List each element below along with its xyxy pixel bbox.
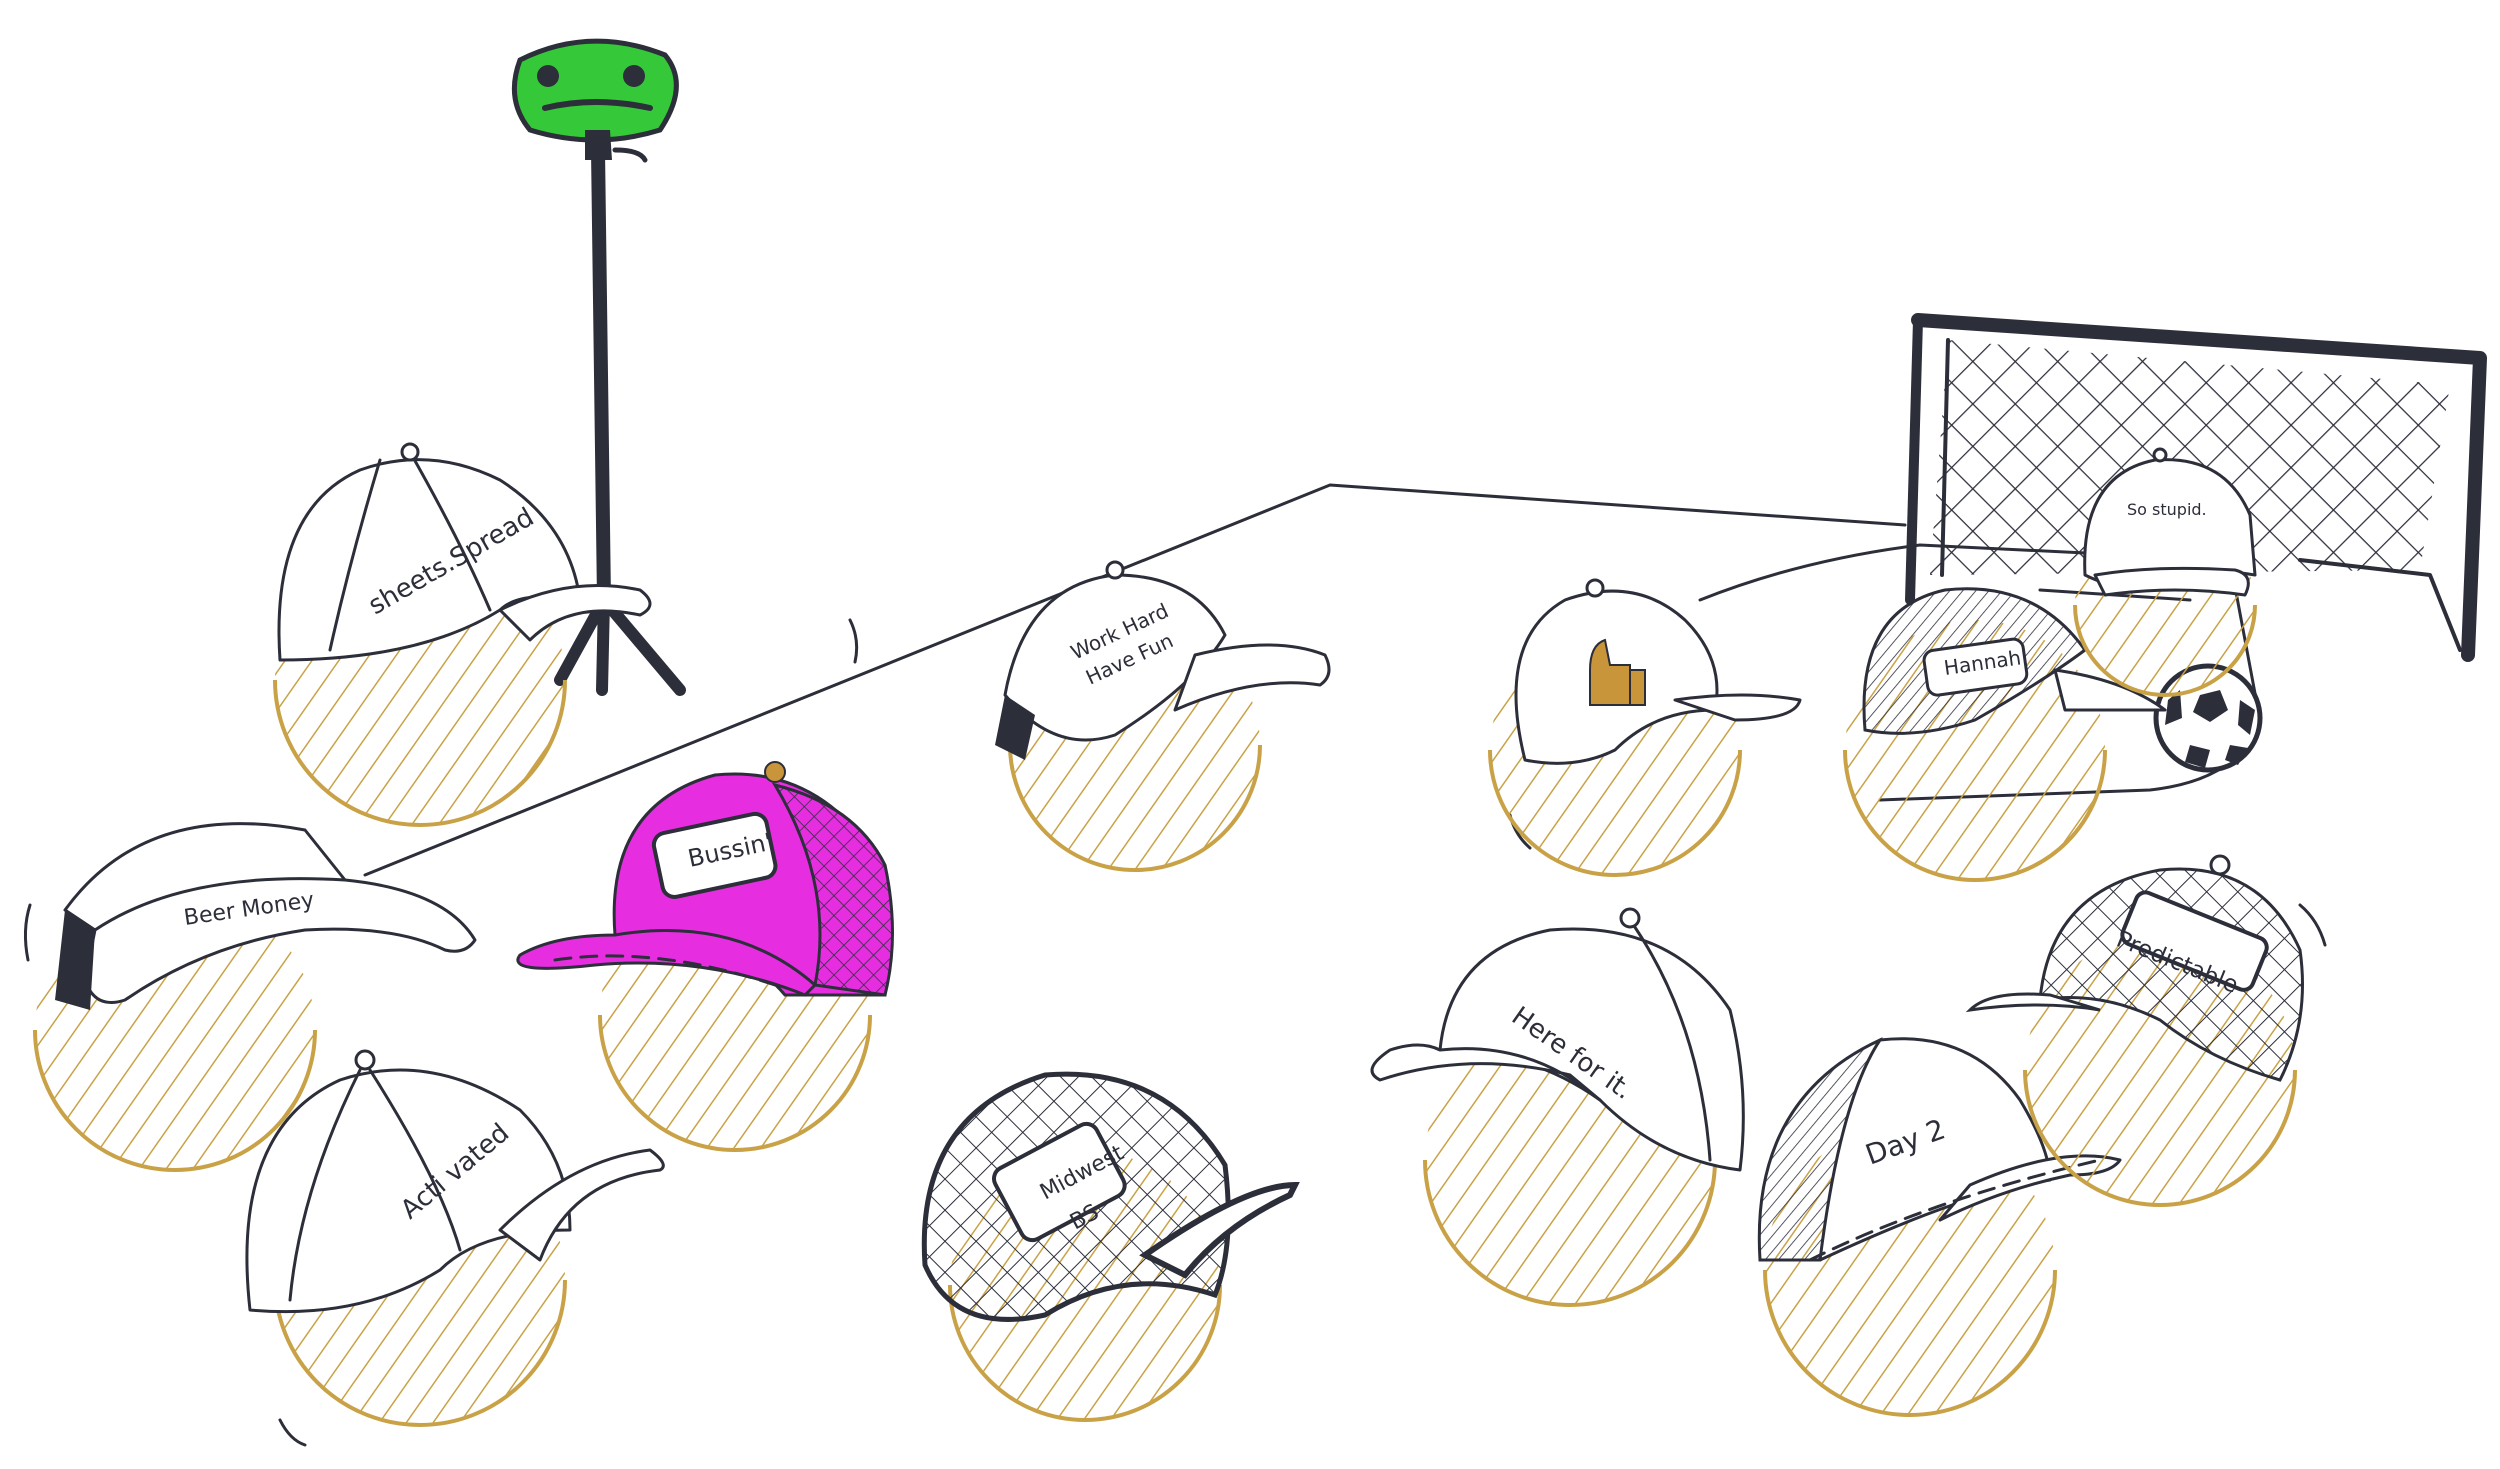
hat-hannah: Hannah [1843, 587, 2167, 882]
hat-label: So stupid. [2127, 500, 2207, 519]
hat-day-2: Day 2 [1757, 1037, 2122, 1417]
hat-activated: Acti vated [245, 1049, 665, 1427]
hat-beer-money: Beer Money [33, 822, 477, 1172]
hat-sheets-spread: sheets.Spread [273, 442, 652, 827]
hat-here-for-it: Here for it. [1370, 907, 1745, 1307]
tripod-camera-icon [511, 38, 686, 696]
soccer-goal-icon [1905, 313, 2487, 662]
hat-bussin: Bussin' [516, 761, 894, 1152]
hat-so-stupid: So stupid. [2073, 447, 2257, 697]
hat-work-hard: Work Hard Have Fun [995, 560, 1331, 872]
hat-midwest-bs: Midwest BS [921, 1071, 1300, 1422]
hat-thumbs-up [1488, 578, 1802, 877]
thumbs-up-icon [1589, 638, 1646, 706]
hat-predictable: Predictable [1965, 854, 2304, 1207]
